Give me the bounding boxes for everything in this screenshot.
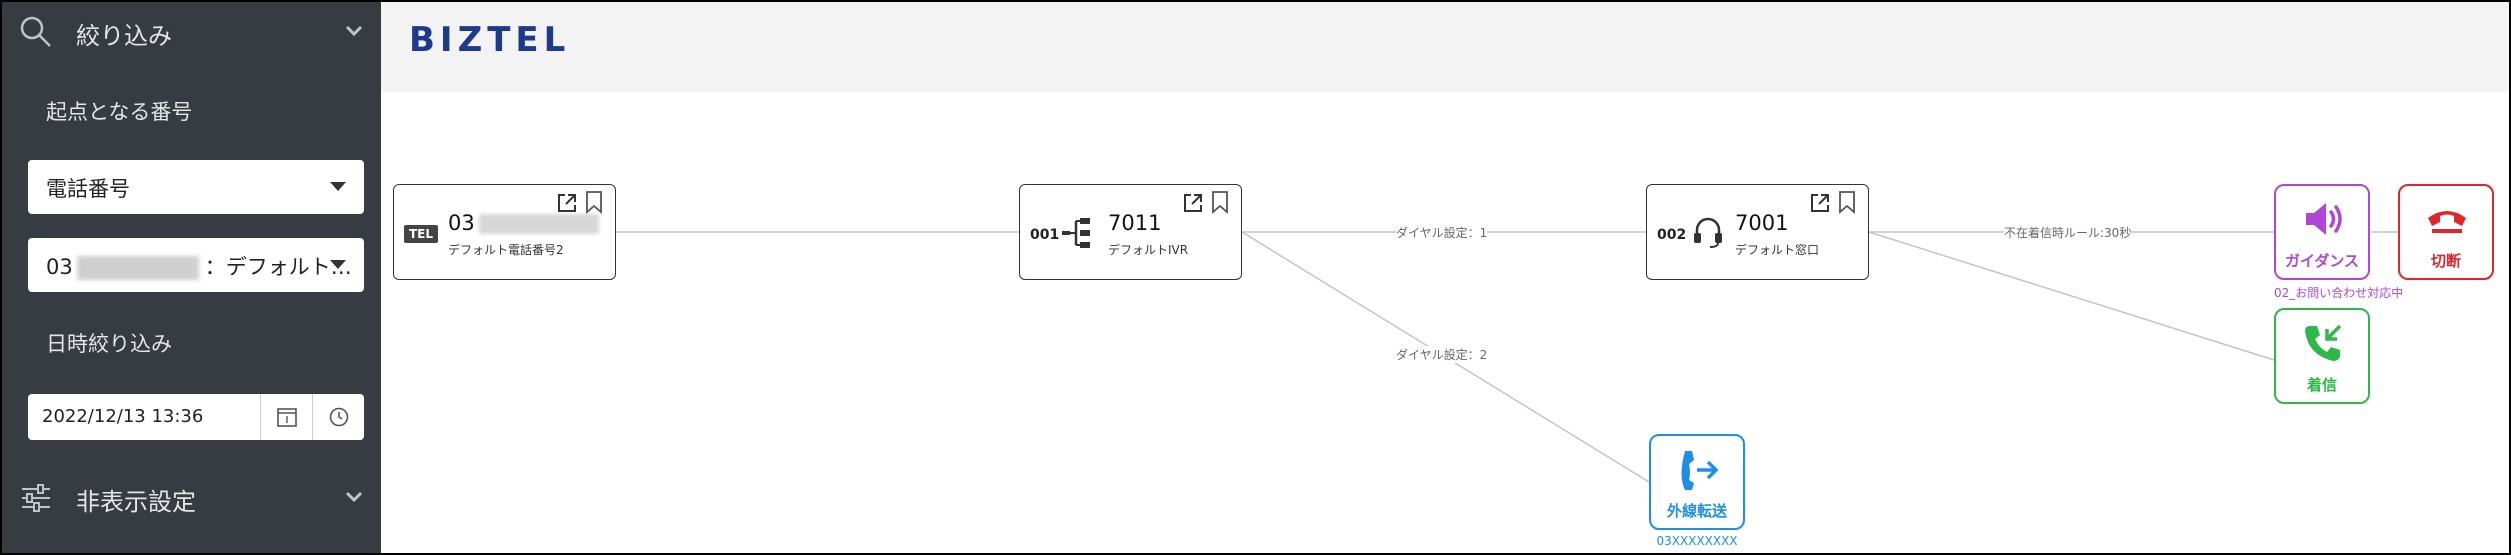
sidebar: 絞り込み 起点となる番号 電話番号 03 ：デフォルト… 日時絞り込み 2022/… bbox=[2, 2, 381, 553]
node-number: 03 bbox=[448, 211, 475, 235]
masked-number bbox=[76, 256, 199, 280]
sliders-icon bbox=[22, 484, 50, 512]
masked-number bbox=[478, 214, 599, 234]
hidden-settings-header[interactable]: 非表示設定 bbox=[2, 468, 381, 528]
edge-label-dial1: ダイヤル設定：1 bbox=[1396, 224, 1488, 241]
flow-edges bbox=[616, 231, 2398, 483]
external-link-icon[interactable] bbox=[1808, 191, 1832, 215]
filter-section-title: 絞り込み bbox=[76, 22, 172, 50]
node-name: デフォルト窓口 bbox=[1735, 243, 1820, 257]
node-kind-label: 002 bbox=[1657, 227, 1687, 243]
flow-canvas: ダイヤル設定：1 ダイヤル設定：2 不在着信時ルール:30秒 TEL 03 デフ… bbox=[381, 92, 2509, 553]
datetime-filter-label: 日時絞り込み bbox=[46, 332, 172, 356]
external-link-icon[interactable] bbox=[1181, 191, 1205, 215]
flow-tile-guidance[interactable]: ガイダンス bbox=[2274, 184, 2370, 280]
flow-tile-disconnect[interactable]: 切断 bbox=[2398, 184, 2494, 280]
headset-icon bbox=[1694, 217, 1722, 248]
external-link-icon[interactable] bbox=[555, 191, 579, 215]
clock-button[interactable] bbox=[312, 394, 365, 440]
clock-icon bbox=[329, 407, 349, 427]
guidance-caption: 02_お問い合わせ対応中 bbox=[2274, 286, 2404, 300]
flow-tile-incoming[interactable]: 着信 bbox=[2274, 308, 2370, 404]
flow-node-phone-number[interactable]: TEL 03 デフォルト電話番号2 bbox=[393, 184, 616, 280]
calendar-button[interactable] bbox=[260, 394, 313, 440]
call-forward-icon bbox=[1681, 451, 1719, 490]
node-name: デフォルト電話番号2 bbox=[448, 243, 564, 257]
bookmark-icon[interactable] bbox=[583, 189, 605, 215]
transfer-caption: 03XXXXXXXX bbox=[1656, 534, 1738, 548]
caret-down-icon bbox=[330, 260, 346, 269]
speaker-icon bbox=[2306, 203, 2342, 235]
number-select-suffix: ：デフォルト… bbox=[204, 255, 352, 279]
tile-label: 着信 bbox=[2306, 376, 2337, 394]
hidden-settings-title: 非表示設定 bbox=[76, 488, 196, 516]
tel-badge: TEL bbox=[404, 225, 438, 243]
calendar-icon bbox=[277, 408, 297, 427]
number-select-prefix: 03 bbox=[46, 255, 73, 279]
chevron-down-icon[interactable] bbox=[345, 24, 363, 38]
number-type-value: 電話番号 bbox=[46, 177, 130, 201]
number-select[interactable]: 03 ：デフォルト… bbox=[28, 238, 364, 292]
number-type-select[interactable]: 電話番号 bbox=[28, 160, 364, 214]
filter-section-header[interactable]: 絞り込み bbox=[2, 2, 381, 62]
caret-down-icon bbox=[330, 182, 346, 191]
edge-label-absence: 不在着信時ルール:30秒 bbox=[2004, 224, 2132, 241]
bookmark-icon[interactable] bbox=[1836, 189, 1858, 215]
edge-label-dial2: ダイヤル設定：2 bbox=[1396, 346, 1488, 363]
header: BIZTEL bbox=[381, 2, 2509, 92]
node-name: デフォルトIVR bbox=[1108, 243, 1189, 257]
incoming-call-icon bbox=[2305, 324, 2342, 361]
biztel-logo: BIZTEL bbox=[409, 20, 571, 60]
flow-node-ivr[interactable]: 001 7011 デフォルトIVR bbox=[1019, 184, 1242, 280]
flow-node-queue[interactable]: 002 7001 デフォルト窓口 bbox=[1646, 184, 1869, 280]
datetime-value: 2022/12/13 13:36 bbox=[42, 406, 204, 427]
node-number: 7011 bbox=[1108, 211, 1162, 235]
node-number: 7001 bbox=[1735, 211, 1789, 235]
search-icon bbox=[20, 16, 51, 47]
bookmark-icon[interactable] bbox=[1209, 189, 1231, 215]
node-kind-label: 001 bbox=[1030, 227, 1060, 243]
tile-label: 切断 bbox=[2430, 252, 2461, 270]
tile-label: 外線転送 bbox=[1666, 502, 1727, 520]
start-number-label: 起点となる番号 bbox=[46, 100, 193, 124]
flow-tile-external-transfer[interactable]: 外線転送 bbox=[1649, 434, 1745, 530]
chevron-down-icon[interactable] bbox=[345, 490, 363, 504]
ivr-tree-icon bbox=[1062, 218, 1090, 248]
edge-queue-to-incoming bbox=[1868, 231, 2275, 361]
hang-up-icon bbox=[2428, 211, 2466, 233]
datetime-field[interactable]: 2022/12/13 13:36 bbox=[28, 394, 364, 440]
tile-label: ガイダンス bbox=[2284, 252, 2360, 270]
